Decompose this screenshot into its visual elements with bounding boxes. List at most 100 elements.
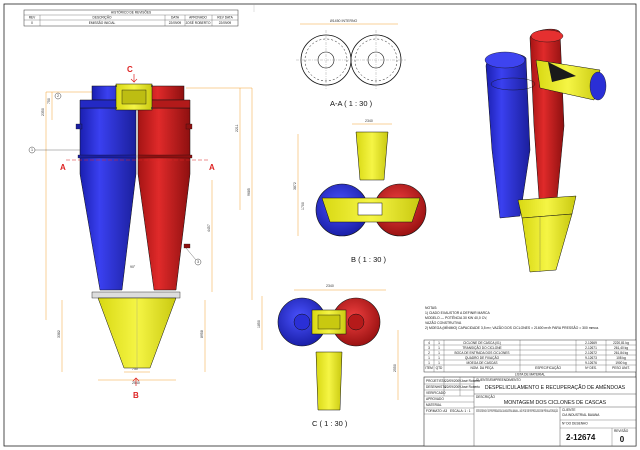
callout-a-right: A [209, 163, 215, 172]
notes-line-1: 1) CIADO EXAUSTOR A DEFINIR MARCA [425, 311, 490, 315]
parts-header: Nº DES. [585, 366, 597, 370]
tb-material-label: MATERIAL [426, 403, 442, 407]
parts-cell: 4 [428, 341, 430, 345]
notes-block: NOTAS: 1) CIADO EXAUSTOR A DEFINIR MARCA… [425, 306, 599, 330]
tb-verificado-label: VERIFICADO [426, 391, 446, 395]
parts-cell: 9-12676 [585, 361, 597, 365]
elevation-dimension-lines [45, 87, 253, 381]
view-c: 2340 1850 2550 C ( 1 : 30 ) [257, 284, 399, 428]
parts-row-3: 2 1 BOCA DE ENTRADA DOS CICLONES 2-12672… [428, 351, 628, 355]
rev-row-date: 22/09/09 [169, 21, 182, 25]
dim-bottom-right: 8958 [200, 330, 204, 338]
tb-project: DESPELICULAMENTO E RECUPERAÇÃO DE AMÊNDO… [485, 383, 626, 391]
parts-header: ITEM [425, 366, 433, 370]
parts-header: NOM. DA PEÇA [470, 366, 494, 370]
hopper [91, 291, 181, 369]
parts-header: QTD [436, 366, 443, 370]
tb-rev-label: REVISÃO [614, 428, 629, 433]
revision-caption: HISTÓRICO DE REVISÕES [111, 10, 151, 15]
parts-cell: 1 [438, 341, 440, 345]
parts-cell: 1 [438, 361, 440, 365]
view-c-label: C ( 1 : 30 ) [312, 419, 348, 428]
title-block: PROJETISTA 22/09/2009 José Roberto DESEN… [423, 376, 637, 447]
view-c-dim-side: 1850 [257, 320, 261, 328]
dim-top-left-2: 2350 [41, 108, 45, 116]
balloon-2 [54, 92, 62, 100]
view-c-dim-right: 2550 [393, 364, 397, 372]
parts-cell: 108 kg [616, 356, 626, 360]
view-c-dim-top: 2340 [326, 284, 334, 288]
tb-confidential: ESTE DESENHO É DE PROPRIEDADE DA CIA IND… [476, 408, 558, 413]
balloon-3-label: 3 [197, 260, 199, 264]
tb-title-label: DESCRIÇÃO [476, 394, 495, 399]
parts-row-5: 1 1 MOEGA DE CASCAS 9-12676 1900 kg [428, 361, 627, 365]
rev-header-revdate: REV DATA [217, 16, 233, 20]
tb-projetista-date: 22/09/2009 [445, 379, 461, 383]
parts-cell: 1 [428, 361, 430, 365]
revision-block: HISTÓRICO DE REVISÕES REV DESCRIÇÃO DATA… [23, 10, 239, 27]
front-elevation-view: 750 2350 2211 9685 4457 3382 8958 2540 7… [28, 65, 253, 400]
balloon-3 [194, 258, 202, 266]
parts-cell: QUADRO DE FIXAÇÃO [465, 355, 500, 360]
parts-row-2: 3 1 TRANSIÇÃO DO CICLONE 2-12671 261,40 … [428, 345, 628, 350]
callout-c: C [127, 65, 133, 74]
rev-row-revdate: 22/09/09 [219, 21, 232, 25]
parts-cell: 261,84 kg [614, 351, 628, 355]
rev-header-desc: DESCRIÇÃO [93, 15, 112, 20]
section-aa-label: A-A ( 1 : 30 ) [330, 99, 373, 108]
section-aa-dim: Ø1450 INTERNO [330, 19, 358, 23]
notes-line-4: 2) MOEGA (MÍNIMO) CAPACIDADE 3,5 m³; VAZ… [425, 325, 599, 330]
parts-header: PESO UNIT. [612, 366, 630, 370]
tb-client-label: CLIENTE [562, 408, 575, 412]
parts-cell: 1 [428, 356, 430, 360]
balloon-1-label: 1 [31, 148, 33, 152]
inlet-box [115, 83, 153, 111]
dim-right-2: 9685 [247, 188, 251, 196]
parts-cell: BOCA DE ENTRADA DOS CICLONES [454, 351, 509, 355]
view-b-dim-side2: 1700 [301, 202, 305, 210]
view-b: 2340 3872 1700 B ( 1 : 30 ) [293, 119, 427, 264]
arrow-b [132, 377, 140, 386]
tb-dwg-label: Nº DO DESENHO [562, 422, 588, 426]
tb-desenhista-label: DESENHISTA [426, 385, 447, 389]
balloon-2-label: 2 [57, 94, 59, 98]
parts-cell: 2220,81 kg [613, 341, 629, 345]
parts-header: ESPECIFICAÇÃO [535, 365, 561, 370]
rev-header-approved: APROVADO [189, 16, 207, 20]
parts-row-4: 1 1 QUADRO DE FIXAÇÃO 9-12673 108 kg [428, 355, 626, 360]
parts-cell: 2-12669 [585, 341, 597, 345]
parts-cell: TRANSIÇÃO DO CICLONE [462, 345, 501, 350]
parts-list-caption: LISTA DE MATERIAL [515, 373, 546, 377]
parts-cell: 1 [438, 351, 440, 355]
rev-row-desc: EMISSÃO INICIAL [89, 20, 116, 25]
tb-format: FORMATO: A3 [426, 409, 447, 413]
parts-cell: 2-12671 [585, 346, 597, 350]
notes-heading: NOTAS: [425, 306, 437, 310]
tb-rev-value: 0 [620, 435, 625, 444]
parts-row-1: 4 1 CICLONE DE CASCA (01) 2-12669 2220,8… [428, 341, 629, 345]
parts-cell: MOEGA DE CASCAS [467, 361, 498, 365]
parts-cell: 1 [438, 356, 440, 360]
parts-cell: 2 [428, 351, 430, 355]
notes-line-2: MODELO — POTÊNCIA 30 KW 40,0 CV; [425, 315, 487, 320]
tb-projetista-label: PROJETISTA [426, 379, 446, 383]
sheet-border [3, 3, 637, 447]
rev-header-date: DATA [171, 16, 180, 20]
callout-a-left: A [60, 163, 66, 172]
section-aa-view: Ø1450 INTERNO A-A ( 1 : 30 ) [296, 19, 406, 108]
rev-header-rev: REV [29, 16, 36, 20]
dim-angle: 90° [130, 265, 136, 269]
dim-right-1: 2211 [235, 124, 239, 132]
parts-cell: 3 [428, 346, 430, 350]
tb-scale: ESCALA: 1 : 1 [450, 409, 471, 413]
rev-row-approved: JOSÉ ROBERTO [186, 20, 211, 25]
callout-b: B [133, 391, 139, 400]
view-b-label: B ( 1 : 30 ) [351, 255, 387, 264]
view-b-dim-side: 3872 [293, 182, 297, 190]
isometric-view [484, 28, 607, 273]
red-cyclone [137, 85, 193, 291]
tb-client-name: CIA INDUSTRIAL BAIANA [562, 413, 600, 417]
rev-row-rev: 0 [31, 21, 33, 25]
tb-dwg-number: 2-12674 [566, 433, 596, 442]
